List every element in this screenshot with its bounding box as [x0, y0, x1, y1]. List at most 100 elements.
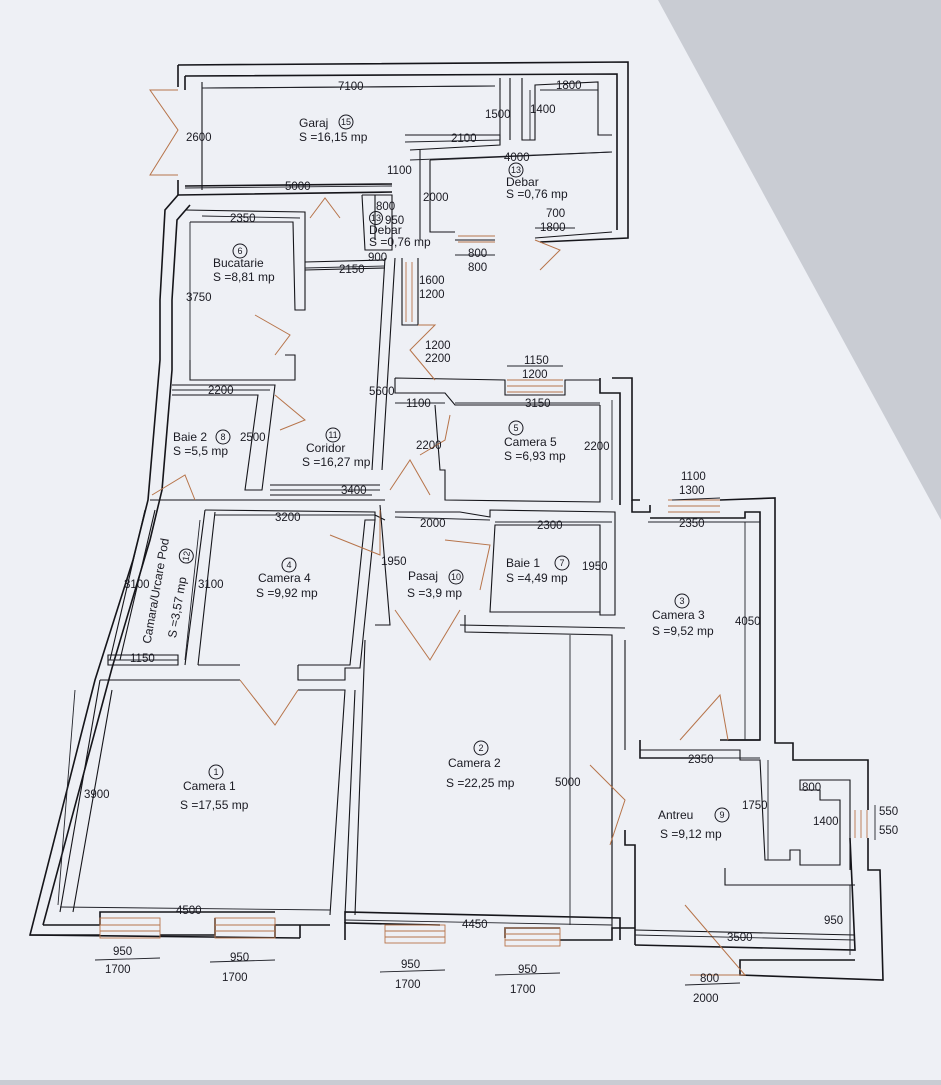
- dim-label: 950: [824, 915, 843, 927]
- door-camera4: [239, 679, 299, 726]
- room-camera5: 5 Camera 5 S =6,93 mp: [504, 420, 566, 463]
- dim-label: 3900: [84, 789, 110, 801]
- door-baie1: [444, 539, 491, 591]
- room-camera1-area: S =17,55 mp: [180, 798, 249, 812]
- window-antreu: [854, 810, 868, 838]
- svg-text:13: 13: [511, 165, 521, 175]
- dim-label: 3400: [341, 485, 367, 497]
- dim-label: 1200: [419, 289, 445, 301]
- door-camera5: [419, 414, 451, 456]
- dim-label: 550: [879, 806, 898, 818]
- svg-text:10: 10: [451, 572, 461, 582]
- room-camera5-number: 5: [508, 420, 524, 436]
- room-camera3: 3 Camera 3 S =9,52 mp: [652, 593, 714, 638]
- door-magazie: [534, 239, 561, 271]
- door-kitchen: [254, 314, 291, 356]
- room-garaj: Garaj 15 S =16,15 mp: [299, 114, 368, 144]
- dim-label: 2200: [416, 440, 442, 452]
- dim-label: 2100: [451, 133, 477, 145]
- room-bucatarie: 6 Bucatarie S =8,81 mp: [213, 243, 275, 284]
- svg-text:15: 15: [341, 117, 351, 127]
- svg-text:1: 1: [213, 767, 218, 777]
- dim-label: 2350: [230, 213, 256, 225]
- dim-label: 5000: [285, 181, 311, 193]
- room-antreu: Antreu 9 S =9,12 mp: [658, 807, 730, 841]
- dim-label: 550: [879, 825, 898, 837]
- room-baie1-area: S =4,49 mp: [506, 571, 568, 585]
- dim-label: 3750: [186, 292, 212, 304]
- door-camara: [151, 474, 196, 501]
- room-debar-name: Debar: [369, 223, 402, 237]
- room-debar-number: 13: [369, 211, 383, 225]
- room-coridor: Coridor 11 S =16,27 mp: [302, 427, 371, 469]
- dim-label: 5000: [555, 777, 581, 789]
- dim-label: 2200: [425, 353, 451, 365]
- room-camara-number: 12: [178, 548, 194, 564]
- dim-label: 800: [468, 248, 487, 260]
- room-coridor-area: S =16,27 mp: [302, 455, 371, 469]
- dim-label: 800: [802, 782, 821, 794]
- dim-label: 1300: [679, 485, 705, 497]
- dim-label: 1700: [510, 984, 536, 996]
- door-garaj: [149, 89, 179, 176]
- room-labels: Garaj 15 S =16,15 mp 13 Debar S =0,76 mp…: [140, 114, 730, 841]
- dim-label: 950: [401, 959, 420, 971]
- dim-label: 2600: [186, 132, 212, 144]
- room-antreu-name: Antreu: [658, 808, 693, 822]
- room-garaj-number: 15: [338, 114, 354, 130]
- door-coridor-north: [409, 324, 437, 381]
- dim-label: 950: [518, 964, 537, 976]
- dim-label: 1800: [556, 80, 582, 92]
- dim-label: 2200: [584, 441, 610, 453]
- room-bucatarie-name: Bucatarie: [213, 256, 264, 270]
- room-camera1-number: 1: [208, 764, 224, 780]
- room-pasaj-number: 10: [448, 569, 464, 585]
- room-camera4-number: 4: [281, 557, 297, 573]
- room-antreu-area: S =9,12 mp: [660, 827, 722, 841]
- room-camera2: 2 Camera 2 S =22,25 mp: [446, 740, 515, 790]
- dim-label: 1100: [406, 398, 431, 410]
- room-camera1-name: Camera 1: [183, 779, 236, 793]
- svg-text:3: 3: [679, 596, 684, 606]
- dim-label: 2350: [688, 754, 714, 766]
- room-baie1-number: 7: [554, 555, 570, 571]
- dimension-labels: 7100 2600 1500 5000 1800 1400 2100 4000 …: [84, 80, 898, 1005]
- svg-text:9: 9: [719, 810, 724, 820]
- room-baie2-area: S =5,5 mp: [173, 444, 228, 458]
- room-pasaj: Pasaj 10 S =3,9 mp: [407, 569, 464, 600]
- dim-label: 1600: [419, 275, 445, 287]
- room-camera3-name: Camera 3: [652, 608, 705, 622]
- dim-label: 4000: [504, 152, 530, 164]
- dim-label: 3500: [727, 932, 753, 944]
- door-entrance: [684, 904, 747, 976]
- room-coridor-name: Coridor: [306, 441, 345, 455]
- room-camera5-area: S =6,93 mp: [504, 449, 566, 463]
- svg-text:13: 13: [371, 213, 381, 223]
- door-antreu: [589, 764, 626, 846]
- dim-label: 1750: [742, 800, 768, 812]
- window-camera5: [507, 379, 563, 393]
- room-camera3-area: S =9,52 mp: [652, 624, 714, 638]
- room-camera1: 1 Camera 1 S =17,55 mp: [180, 764, 249, 812]
- svg-text:8: 8: [220, 432, 225, 442]
- svg-text:12: 12: [181, 550, 193, 562]
- svg-text:4: 4: [286, 560, 291, 570]
- dim-label: 3200: [275, 512, 301, 524]
- windows: [99, 235, 868, 947]
- door-garaj-coridor: [309, 197, 341, 219]
- dim-label: 4500: [176, 905, 202, 917]
- room-camera4-area: S =9,92 mp: [256, 586, 318, 600]
- dim-label: 1700: [222, 972, 248, 984]
- dim-label: 950: [113, 946, 132, 958]
- room-baie2: Baie 2 8 S =5,5 mp: [173, 429, 231, 458]
- dim-label: 1700: [105, 964, 131, 976]
- room-camera5-name: Camera 5: [504, 435, 557, 449]
- dim-label: 1950: [582, 561, 608, 573]
- room-camera2-number: 2: [473, 740, 489, 756]
- dim-label: 2000: [693, 993, 719, 1005]
- dim-label: 1950: [381, 556, 407, 568]
- door-pasaj-west: [329, 510, 381, 556]
- door-camera2: [394, 609, 461, 661]
- room-camera2-area: S =22,25 mp: [446, 776, 515, 790]
- dim-label: 1200: [522, 369, 548, 381]
